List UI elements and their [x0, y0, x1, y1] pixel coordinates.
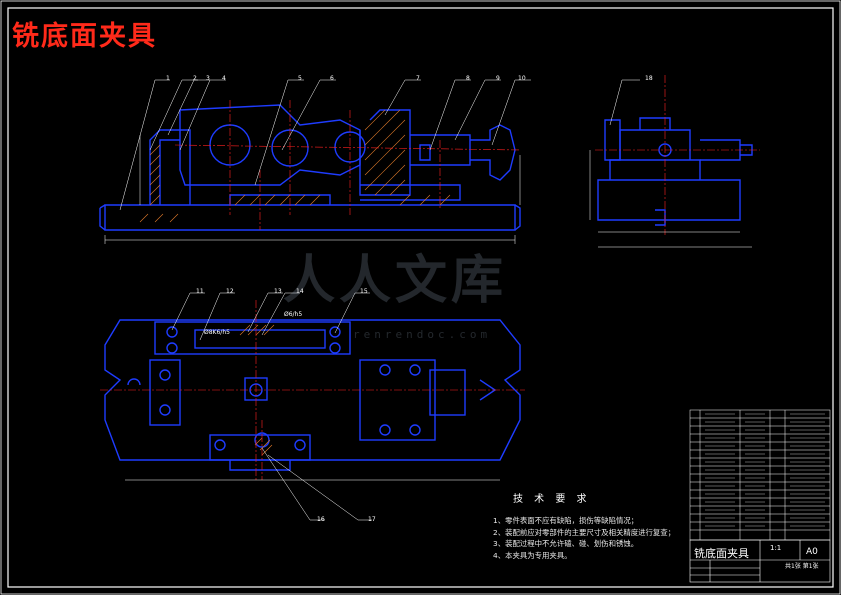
fit-annotation-a: Ø8K6/h5: [204, 329, 230, 336]
balloon-16: 16: [317, 516, 325, 523]
fit-annotation-b: Ø6/h5: [284, 311, 303, 318]
balloon-2: 2: [193, 75, 197, 82]
drawing-frame: [7, 7, 834, 588]
title-block-name: 铣底面夹具: [694, 547, 749, 560]
plan-view-centerlines: [100, 300, 525, 480]
balloon-4: 4: [222, 75, 226, 82]
plan-view-leaders: [125, 292, 500, 521]
balloon-7: 7: [416, 75, 420, 82]
front-view: [99, 104, 521, 231]
side-view: [597, 117, 753, 226]
plan-view: [104, 319, 521, 471]
balloon-12: 12: [226, 288, 234, 295]
front-view-leaders: [119, 79, 531, 211]
tech-requirement-4: 4、本夹具为专用夹具。: [493, 550, 572, 560]
balloon-10: 10: [518, 75, 526, 82]
tech-requirement-2: 2、装配前应对零部件的主要尺寸及相关精度进行复查；: [493, 527, 676, 537]
front-view-hatch: [139, 109, 451, 223]
tech-requirements-heading: 技 术 要 求: [513, 494, 591, 505]
tech-requirement-3: 3、装配过程中不允许磕、碰、划伤和锈蚀。: [493, 539, 639, 548]
side-view-centerlines: [595, 75, 760, 235]
balloon-15: 15: [360, 288, 368, 295]
tech-requirement-1: 1、零件表面不应有缺陷，损伤等缺陷情况；: [493, 516, 639, 525]
title-block-sheet-count: 共1张 第1张: [785, 563, 819, 570]
balloon-6: 6: [330, 75, 334, 82]
drawing-title: 铣底面夹具: [12, 21, 157, 52]
parts-list-text: [705, 413, 825, 527]
balloon-11: 11: [196, 288, 204, 295]
title-block-scale: 1:1: [770, 544, 782, 552]
balloon-14: 14: [296, 288, 304, 295]
balloon-5: 5: [298, 75, 302, 82]
front-view-centerlines: [174, 100, 521, 230]
title-block: [689, 539, 831, 583]
front-view-dimensions: [104, 135, 521, 244]
balloon-3: 3: [206, 75, 210, 82]
balloon-13: 13: [274, 288, 282, 295]
balloon-17: 17: [368, 516, 376, 523]
tech-requirements-list: 1、零件表面不应有缺陷，损伤等缺陷情况； 2、装配前应对零部件的主要尺寸及相关精…: [493, 515, 675, 561]
balloon-8: 8: [466, 75, 470, 82]
title-block-sheet-size: A0: [806, 547, 818, 557]
balloon-1: 1: [166, 75, 170, 82]
balloon-9: 9: [496, 75, 500, 82]
parts-list-table: [689, 409, 831, 541]
plan-view-hatch: [239, 324, 275, 456]
side-view-dims: [589, 79, 752, 248]
balloon-18: 18: [645, 75, 653, 82]
